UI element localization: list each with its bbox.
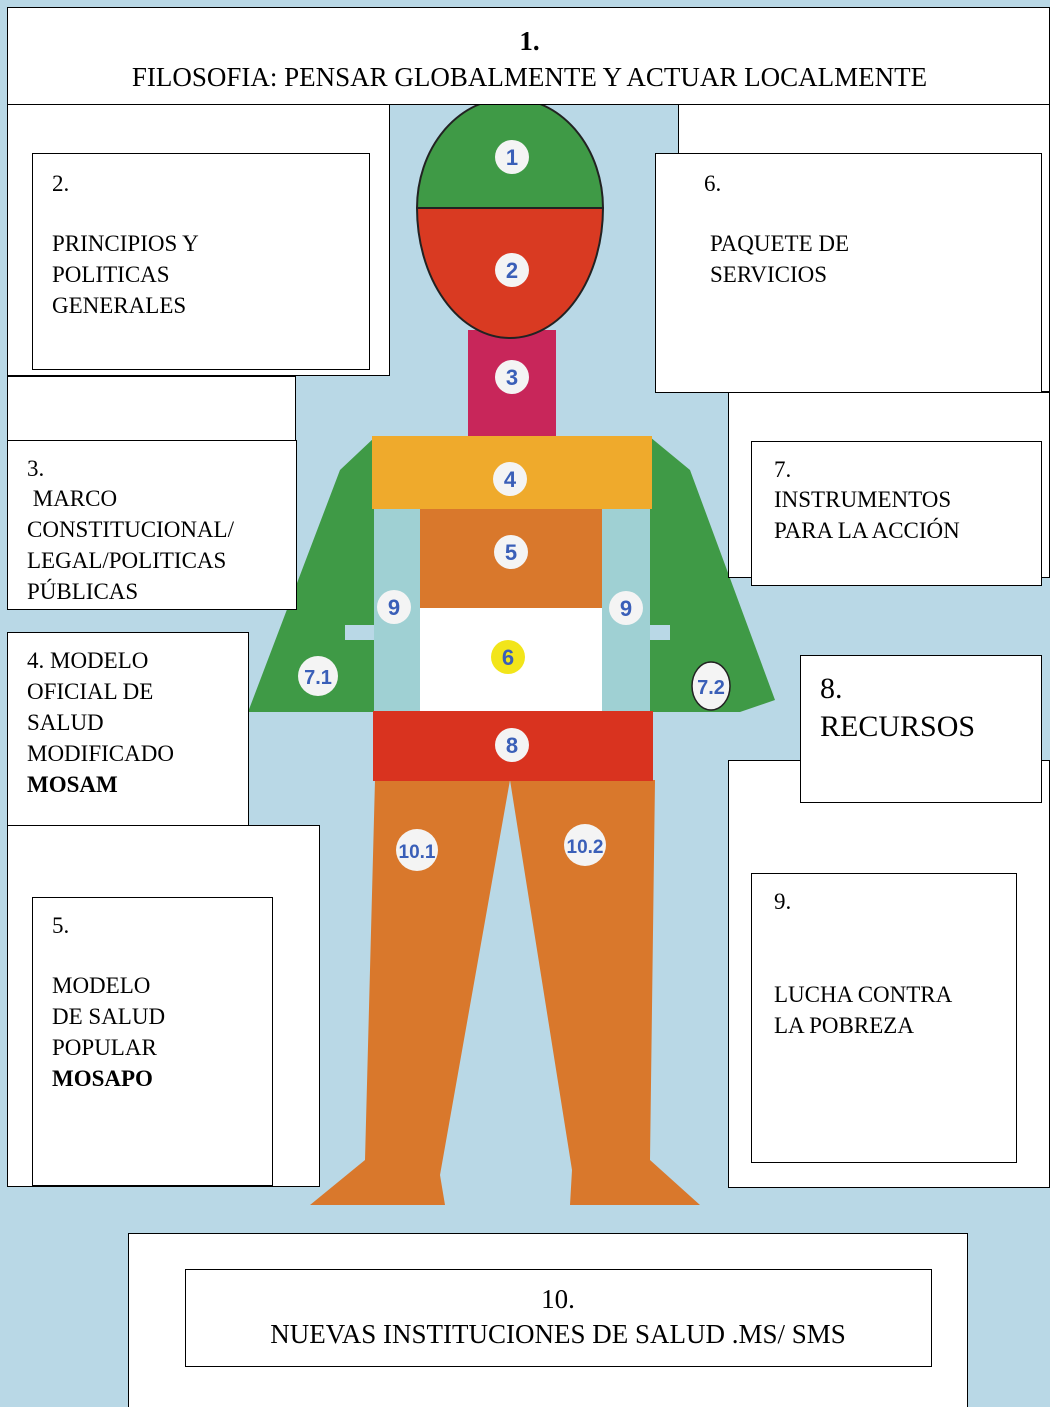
box-7-number: 7. (774, 454, 791, 485)
badge-6: 6 (491, 640, 525, 674)
box-10-number: 10. (186, 1284, 930, 1315)
badge-10-2: 10.2 (564, 824, 606, 866)
svg-text:10.1: 10.1 (399, 842, 436, 863)
badge-2: 2 (495, 253, 529, 287)
box-8-number: 8. (820, 672, 843, 706)
box-6-number: 6. (704, 168, 721, 199)
box-7-line-1: INSTRUMENTOS (774, 484, 951, 515)
box-4-line-2: OFICIAL DE (27, 676, 153, 707)
badge-8: 8 (495, 728, 529, 762)
box-6-line-1: PAQUETE DE (710, 228, 849, 259)
box-instrumentos: 7. INSTRUMENTOS PARA LA ACCIÓN (751, 441, 1042, 586)
box-lucha-pobreza: 9. LUCHA CONTRA LA POBREZA (751, 873, 1017, 1163)
badge-7-1: 7.1 (298, 656, 338, 696)
box-2-line-2: POLITICAS (52, 259, 170, 290)
badge-9-right: 9 (609, 591, 643, 625)
box-6-line-2: SERVICIOS (710, 259, 827, 290)
badge-1: 1 (495, 140, 529, 174)
box-10-outer: 10. NUEVAS INSTITUCIONES DE SALUD .MS/ S… (128, 1233, 968, 1407)
box-4-line-3: SALUD (27, 707, 104, 738)
svg-text:3: 3 (506, 365, 518, 390)
header-box: 1. FILOSOFIA: PENSAR GLOBALMENTE Y ACTUA… (7, 7, 1050, 105)
badge-5: 5 (494, 535, 528, 569)
box-modelo-oficial: 4. MODELO OFICIAL DE SALUD MODIFICADO MO… (7, 632, 249, 826)
box-modelo-popular: 5. MODELO DE SALUD POPULAR MOSAPO (32, 897, 273, 1186)
box-3-line-2: CONSTITUCIONAL/ (27, 514, 234, 545)
box-4-line-1: 4. MODELO (27, 645, 148, 676)
badge-3: 3 (495, 360, 529, 394)
svg-text:10.2: 10.2 (567, 837, 604, 858)
svg-text:6: 6 (502, 645, 514, 670)
box-2-line-3: GENERALES (52, 290, 186, 321)
box-10-title: NUEVAS INSTITUCIONES DE SALUD .MS/ SMS (186, 1319, 930, 1350)
box-paquete-servicios: 6. PAQUETE DE SERVICIOS (655, 153, 1042, 393)
box-2-line-1: PRINCIPIOS Y (52, 228, 199, 259)
box-4-line-4: MODIFICADO (27, 738, 174, 769)
box-3-line-4: PÚBLICAS (27, 576, 138, 607)
svg-text:7.2: 7.2 (697, 677, 725, 699)
box-4-bold: MOSAM (27, 769, 118, 800)
box-5-bold: MOSAPO (52, 1063, 153, 1094)
badge-10-1: 10.1 (396, 829, 438, 871)
box-2-number: 2. (52, 168, 69, 199)
badge-9-left: 9 (377, 590, 411, 624)
box-recursos: 8. RECURSOS (800, 655, 1042, 803)
svg-text:2: 2 (506, 258, 518, 283)
svg-text:8: 8 (506, 733, 518, 758)
svg-text:1: 1 (506, 145, 518, 170)
box-5-line-1: MODELO (52, 970, 150, 1001)
svg-text:9: 9 (388, 595, 400, 620)
badge-7-2: 7.2 (692, 662, 730, 710)
header-number: 1. (8, 26, 1050, 57)
box-9-number: 9. (774, 886, 791, 917)
box-marco-constitucional: 3. MARCO CONSTITUCIONAL/ LEGAL/POLITICAS… (7, 440, 297, 610)
svg-text:7.1: 7.1 (304, 667, 332, 689)
svg-text:5: 5 (505, 540, 517, 565)
box-principios: 2. PRINCIPIOS Y POLITICAS GENERALES (32, 153, 370, 370)
box-5-number: 5. (52, 910, 69, 941)
box-5-line-3: POPULAR (52, 1032, 157, 1063)
svg-text:9: 9 (620, 596, 632, 621)
svg-text:4: 4 (504, 467, 517, 492)
header-title: FILOSOFIA: PENSAR GLOBALMENTE Y ACTUAR L… (8, 62, 1050, 93)
box-3-line-1: MARCO (27, 483, 117, 514)
box-3-number: 3. (27, 453, 44, 484)
box-nuevas-instituciones: 10. NUEVAS INSTITUCIONES DE SALUD .MS/ S… (185, 1269, 932, 1367)
box-9-line-2: LA POBREZA (774, 1010, 914, 1041)
box-9-line-1: LUCHA CONTRA (774, 979, 952, 1010)
box-3-line-3: LEGAL/POLITICAS (27, 545, 226, 576)
box-5-line-2: DE SALUD (52, 1001, 165, 1032)
badge-4: 4 (493, 462, 527, 496)
box-8-title: RECURSOS (820, 710, 975, 744)
box-7-line-2: PARA LA ACCIÓN (774, 515, 960, 546)
